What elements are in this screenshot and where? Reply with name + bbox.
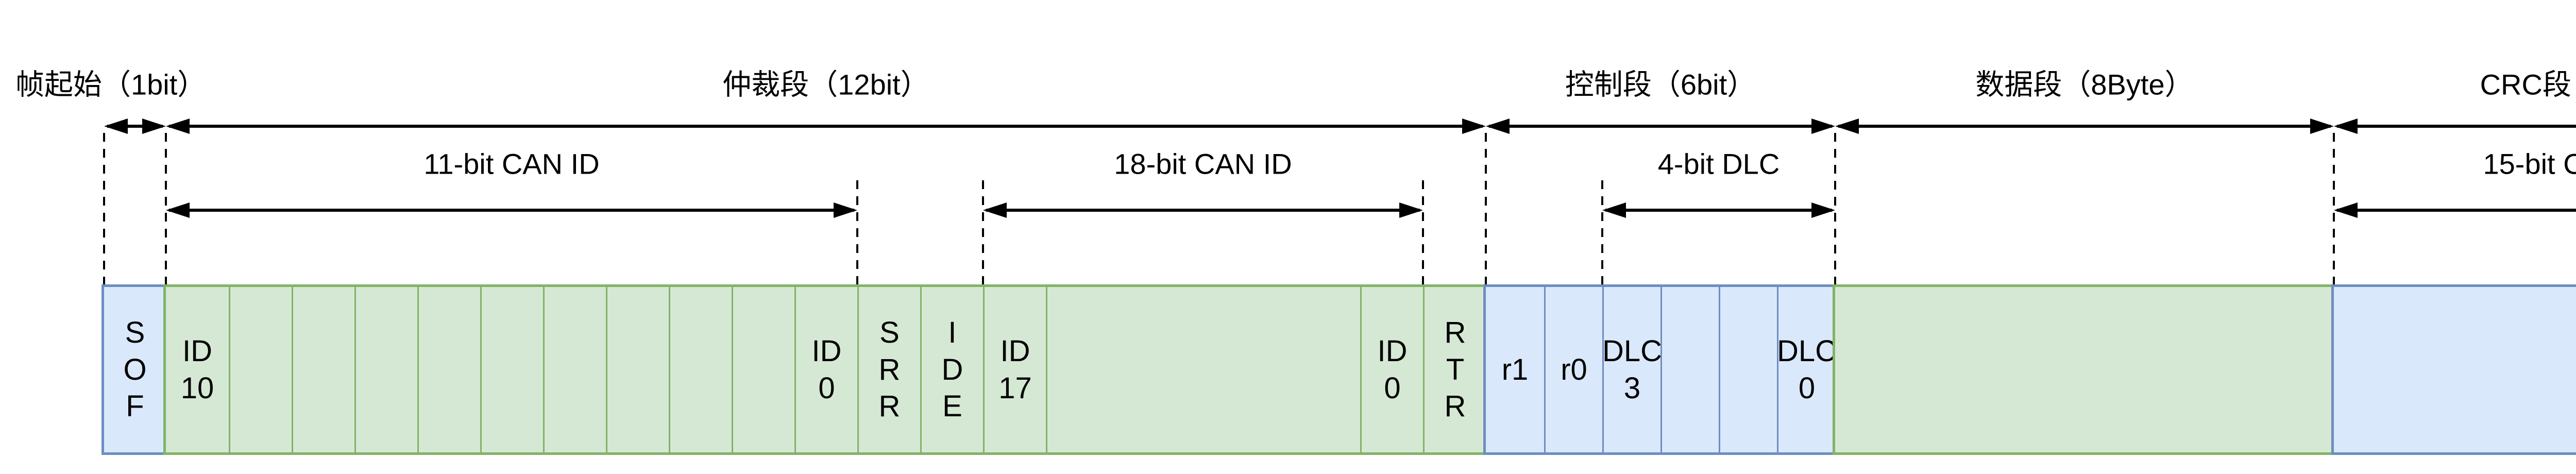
bit-cell-r1: r1	[1501, 352, 1529, 386]
bit-cell-data-field	[1835, 287, 2334, 452]
bit-cell-id3	[606, 287, 669, 452]
arrowhead-icon	[104, 118, 128, 134]
bit-cell-dlc0: DLC 0	[1777, 287, 1837, 452]
field-label-can-id-11: 11-bit CAN ID	[423, 147, 600, 180]
arrowhead-icon	[1602, 202, 1626, 218]
bit-cell-ext-id17: ID 17	[983, 287, 1046, 452]
segment-label-frame-start: 帧起始（1bit）	[15, 68, 207, 101]
bit-cell-ext-id-middle	[1046, 287, 1360, 452]
bit-cell-id10: ID 10	[180, 334, 214, 405]
bit-cell-id6	[417, 287, 480, 452]
arrowhead-icon	[1399, 202, 1423, 218]
segment-label-arbitration: 仲裁段（12bit）	[722, 68, 929, 101]
arrowhead-icon	[2334, 118, 2358, 134]
arrowhead-icon	[142, 118, 166, 134]
segment-span-arrows	[104, 118, 2576, 134]
bit-cell-id0: ID 0	[794, 287, 857, 452]
crc-segment: D E L	[2331, 284, 2576, 455]
arrowhead-icon	[1835, 118, 1859, 134]
bit-cell-crc15-field	[2334, 287, 2576, 452]
arrowhead-icon	[1486, 118, 1510, 134]
arrowhead-icon	[2310, 118, 2334, 134]
arrowhead-icon	[2334, 202, 2358, 218]
bit-cell-dlc1	[1719, 287, 1777, 452]
bit-cell-id2	[669, 287, 732, 452]
bit-cell-dlc2	[1660, 287, 1719, 452]
arrowhead-icon	[1811, 202, 1835, 218]
segment-label-data: 数据段（8Byte）	[1975, 68, 2194, 101]
bit-cell-id9	[229, 287, 292, 452]
segment-label-crc: CRC段（16bit）	[2480, 68, 2576, 101]
bit-cell-r0: r0	[1544, 287, 1602, 452]
arrowhead-icon	[166, 202, 190, 218]
bit-cell-rtr: R T R	[1423, 287, 1486, 452]
bit-cell-id8	[292, 287, 354, 452]
arrowhead-icon	[834, 202, 857, 218]
bit-cell-srr: S R R	[857, 287, 920, 452]
field-label-crc-15: 15-bit CRC	[2483, 147, 2576, 180]
bit-cell-ext-id0: ID 0	[1360, 287, 1423, 452]
bit-cell-sof: S O F	[123, 315, 147, 424]
sof-segment: S O F	[101, 284, 168, 455]
bit-cell-id7	[354, 287, 417, 452]
arrowhead-icon	[1462, 118, 1486, 134]
bit-cell-ide: I D E	[920, 287, 983, 452]
arrowhead-icon	[1811, 118, 1835, 134]
field-label-can-id-18: 18-bit CAN ID	[1114, 147, 1292, 180]
field-span-arrows	[166, 202, 2576, 218]
data-segment	[1833, 284, 2336, 455]
bit-cell-id1	[732, 287, 794, 452]
boundary-dashed-lines	[103, 133, 2335, 287]
bit-cell-id4	[543, 287, 606, 452]
arrowhead-icon	[983, 202, 1007, 218]
bit-cell-dlc3: DLC 3	[1602, 287, 1662, 452]
field-label-dlc-4: 4-bit DLC	[1657, 147, 1780, 180]
bit-cell-id5	[480, 287, 543, 452]
segment-label-control: 控制段（6bit）	[1565, 68, 1756, 101]
arrowhead-icon	[166, 118, 190, 134]
field-dashed-lines	[856, 180, 1603, 287]
